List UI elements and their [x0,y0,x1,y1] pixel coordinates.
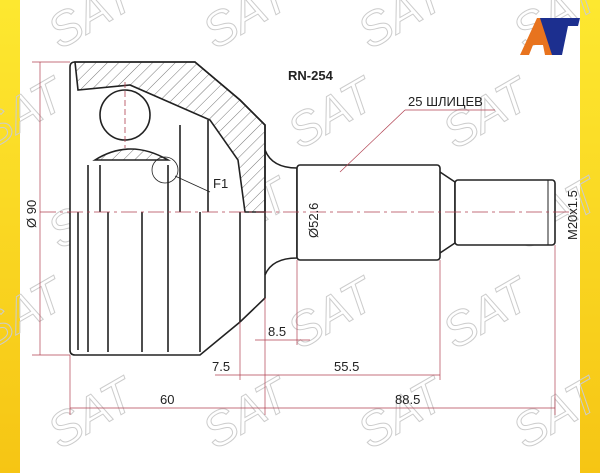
watermark-text: SAT [279,267,386,360]
watermark-text: SAT [39,0,146,60]
watermark-text: SAT [349,0,456,60]
watermark-text: SAT [434,267,541,360]
watermark-text: SAT [0,67,76,160]
housing [69,61,298,356]
dim-7-5: 7.5 [212,359,230,374]
dimension-lines [32,61,556,415]
watermark-text: SAT [194,367,301,460]
f1-label: F1 [213,176,228,191]
watermark-text: SAT [39,367,146,460]
shaft [296,164,556,261]
outer-diameter-label: Ø 90 [24,200,39,228]
watermark-text: SAT [434,67,541,160]
thread-label: M20x1.5 [565,190,580,240]
spline-label: 25 ШЛИЦЕВ [408,94,483,109]
watermark-text: SAT [504,367,600,460]
dim-88-5: 88.5 [395,392,420,407]
brand-logo [520,18,580,55]
dim-55-5: 55.5 [334,359,359,374]
shaft-diameter-label: Ø52.6 [306,203,321,238]
part-number: RN-254 [288,68,334,83]
left-band [0,0,20,473]
right-band [580,0,600,473]
watermark-text: SAT [194,0,301,60]
watermark-text: SAT [349,367,456,460]
dim-8-5: 8.5 [268,324,286,339]
watermark-text: SAT [0,267,76,360]
dim-60: 60 [160,392,174,407]
